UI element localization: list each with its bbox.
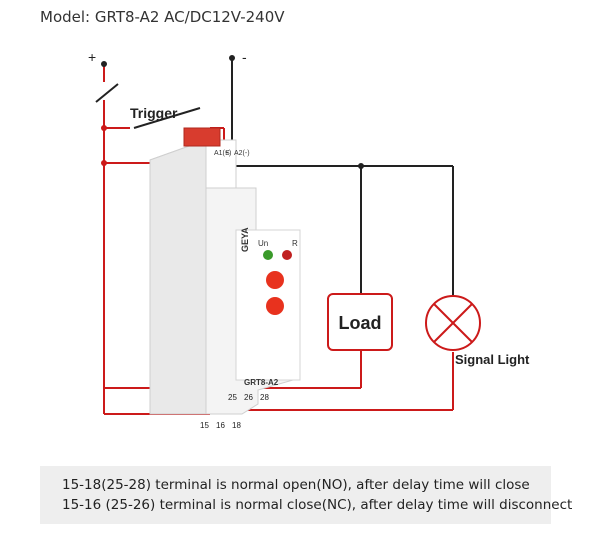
minus-terminal-label: - (242, 49, 247, 65)
relay-led (282, 250, 292, 260)
trigger-switch (133, 107, 201, 129)
junction-dot (101, 160, 107, 166)
trigger-label: Trigger (130, 105, 178, 121)
relay-device: GEYA Un R GRT8-A2 A1(+) S A2(-) 25 26 28… (149, 127, 301, 430)
top-terminal-labels: A1(+) (214, 150, 231, 157)
plus-node (101, 61, 107, 67)
minus-node (229, 55, 235, 61)
brand-logo: GEYA (240, 227, 250, 252)
led-label-r: R (292, 239, 298, 248)
plus-terminal-label: + (88, 49, 96, 65)
neutral-wire (232, 165, 454, 295)
power-led (263, 250, 273, 260)
terminal-16: 16 (216, 421, 225, 430)
red-clip (183, 127, 221, 147)
note-no: 15-18(25-28) terminal is normal open(NO)… (62, 477, 530, 493)
top-terminal-s-label: S (225, 150, 230, 157)
terminal-26: 26 (244, 393, 253, 402)
load-box (327, 293, 393, 351)
load-label: Load (339, 313, 382, 333)
top-terminal-a2-label: A2(-) (234, 150, 250, 157)
junction-dot (358, 163, 364, 169)
notes-box: 15-18(25-28) terminal is normal open(NO)… (40, 466, 572, 524)
terminal-18: 18 (232, 421, 241, 430)
time-range-knob (266, 271, 284, 289)
terminal-15: 15 (200, 421, 209, 430)
note-nc: 15-16 (25-26) terminal is normal close(N… (62, 497, 573, 513)
main-switch (95, 83, 119, 103)
time-setting-knob (266, 297, 284, 315)
model-label-front: GRT8-A2 (244, 378, 279, 387)
signal-light-label: Signal Light (455, 352, 530, 367)
terminal-28: 28 (260, 393, 269, 402)
lamp-cross-stroke (433, 303, 473, 343)
led-label-un: Un (258, 239, 268, 248)
model-title: Model: GRT8-A2 AC/DC12V-240V (40, 8, 285, 26)
junction-dot (101, 125, 107, 131)
terminal-25: 25 (228, 393, 237, 402)
